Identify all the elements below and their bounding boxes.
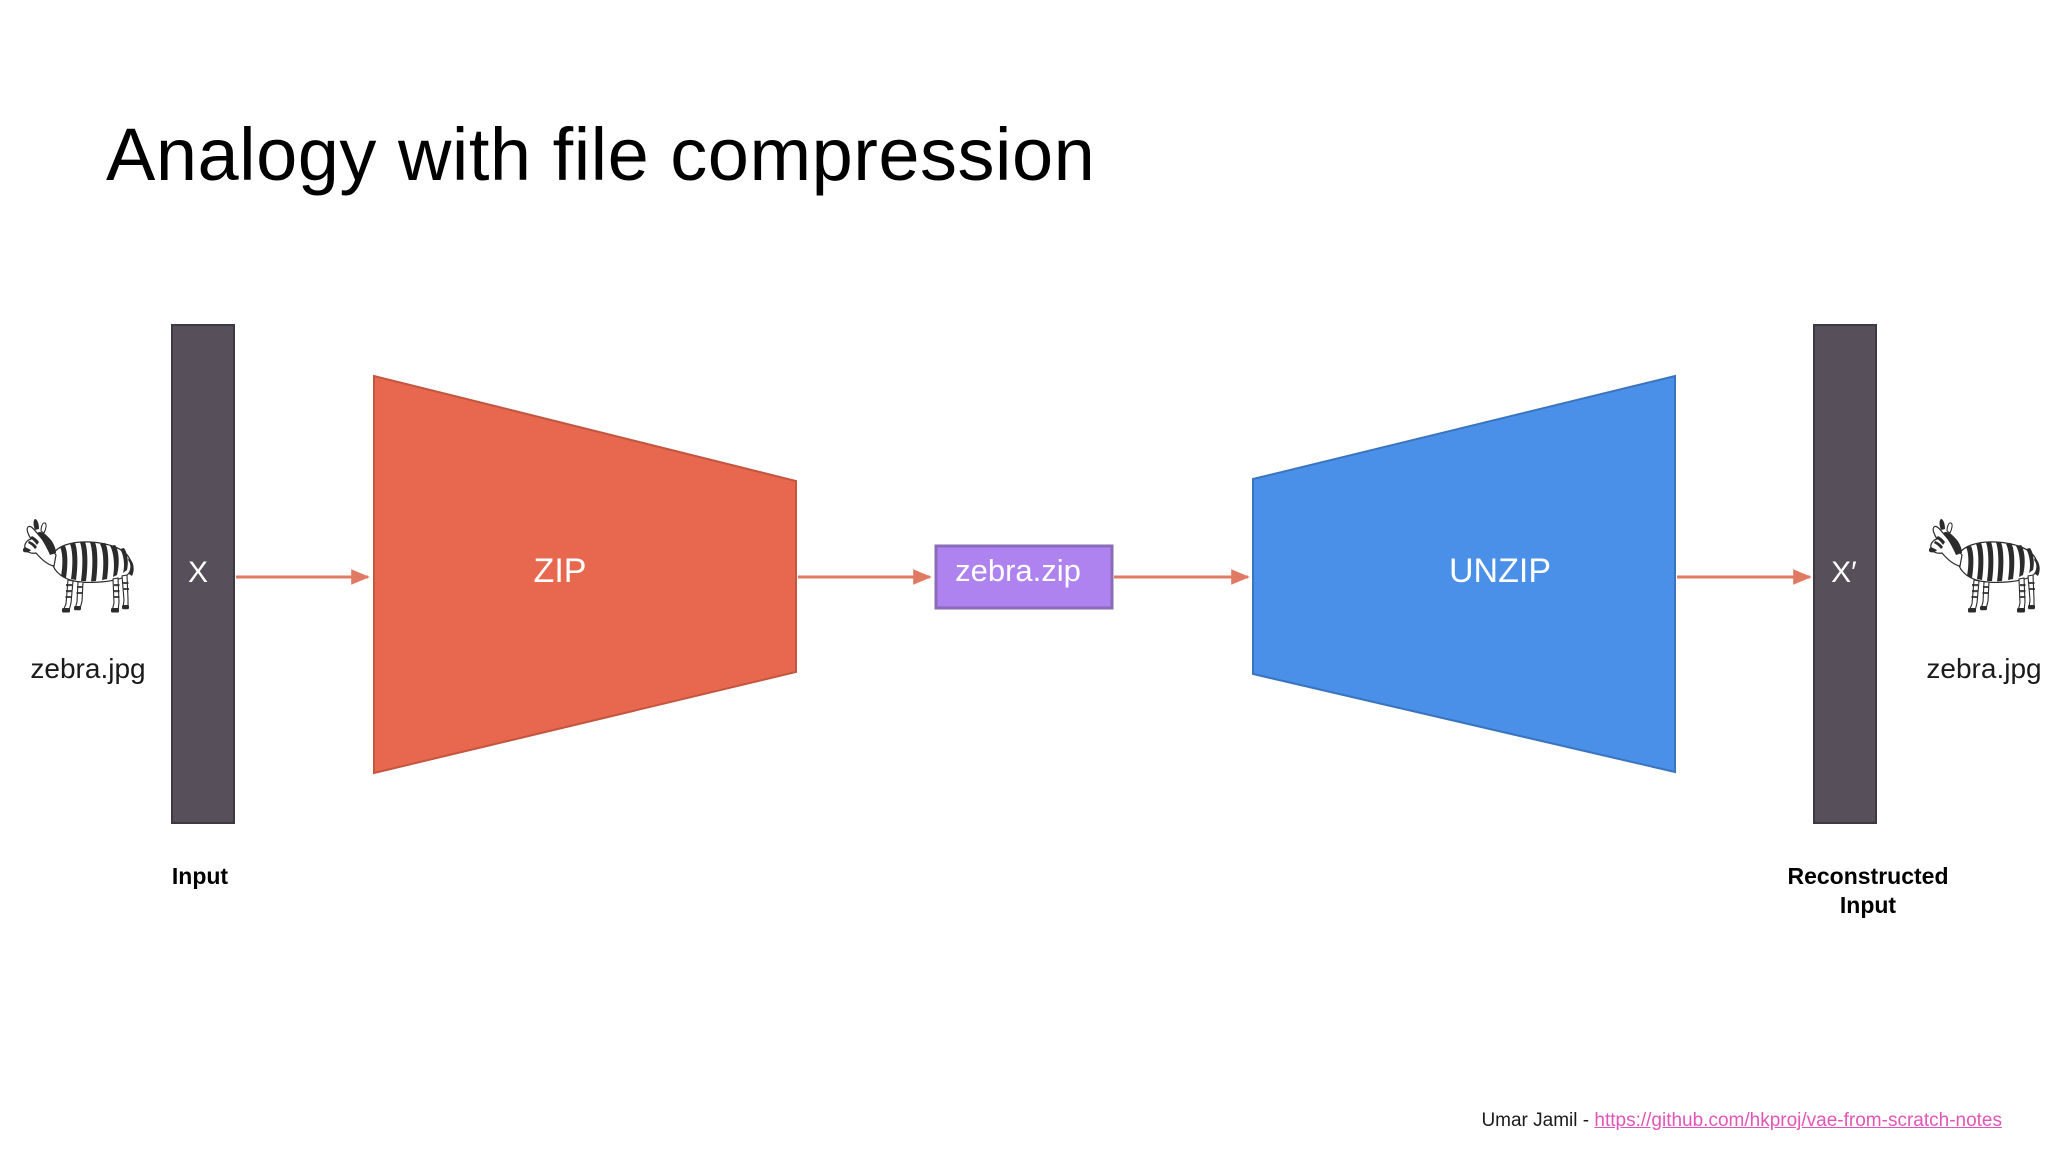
decoder-label: UNZIP xyxy=(1449,552,1551,590)
output-caption: Reconstructed Input xyxy=(1758,862,1978,921)
output-caption-line2: Input xyxy=(1839,892,1897,919)
footer-credit: Umar Jamil - https://github.com/hkproj/v… xyxy=(1481,1110,2002,1132)
output-bar-label: X′ xyxy=(1831,556,1857,589)
latent-label: zebra.zip xyxy=(955,553,1081,588)
input-caption: Input xyxy=(171,863,229,889)
latent-box xyxy=(934,544,1114,610)
output-bar xyxy=(1813,324,1877,824)
encoder-shape xyxy=(373,374,797,775)
footer-author: Umar Jamil - xyxy=(1481,1110,1595,1131)
output-caption-line1: Reconstructed xyxy=(1787,863,1949,889)
output-file-name: zebra.jpg xyxy=(1926,653,2042,684)
input-bar-label: X xyxy=(187,556,208,589)
input-file-name: zebra.jpg xyxy=(30,653,146,684)
footer-link[interactable]: https://github.com/hkproj/vae-from-scrat… xyxy=(1594,1110,2002,1131)
zebra-photo-icon xyxy=(16,508,152,624)
zebra-photo-icon xyxy=(1922,508,2048,624)
decoder-shape xyxy=(1252,374,1676,774)
input-bar xyxy=(171,324,235,824)
page-title: Analogy with file compression xyxy=(106,113,1096,196)
encoder-label: ZIP xyxy=(533,552,587,590)
